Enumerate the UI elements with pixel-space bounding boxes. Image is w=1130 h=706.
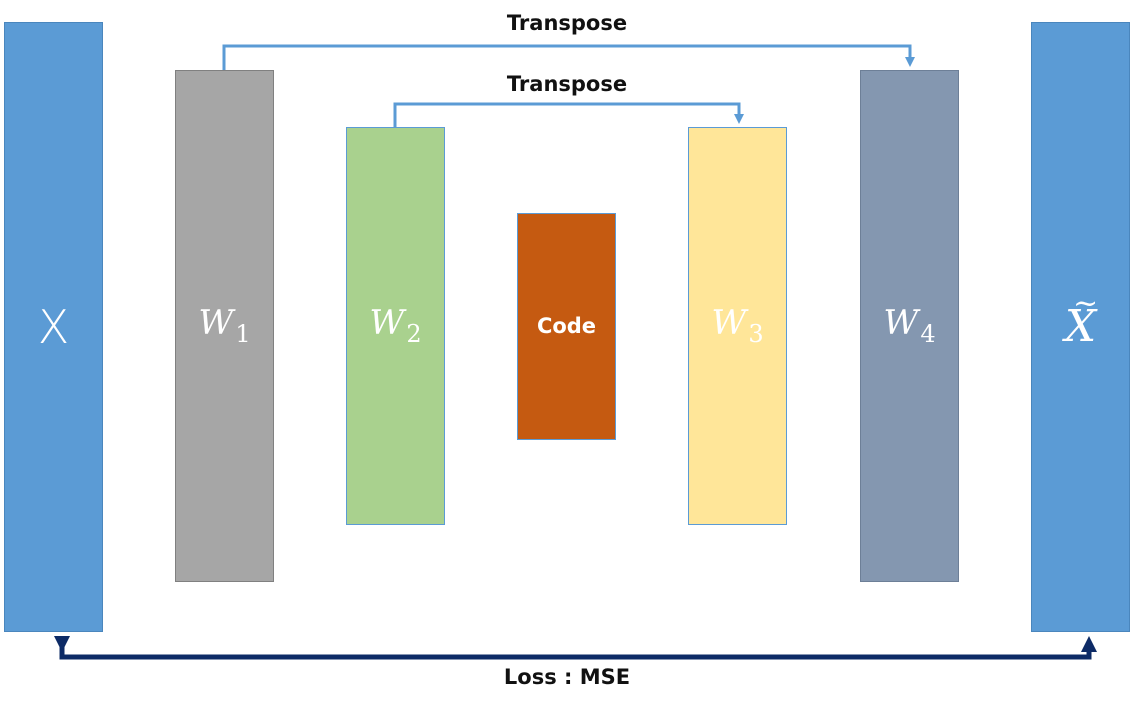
input-x-label: X <box>37 300 70 354</box>
output-xhat-label: ~ X <box>1064 286 1099 352</box>
weight-w4-label: W4 <box>883 303 936 348</box>
loss-label: Loss : MSE <box>503 665 631 689</box>
transpose-inner-arrow <box>393 102 744 127</box>
tilde-accent: ~ <box>1072 286 1099 321</box>
weight-w3-block: W3 <box>688 127 787 525</box>
code-label: Code <box>536 314 597 338</box>
weight-w1-block: W1 <box>175 70 274 582</box>
loss-arrow <box>54 636 1097 660</box>
output-xhat-block: ~ X <box>1031 22 1130 632</box>
weight-w2-label: W2 <box>369 303 422 348</box>
transpose-outer-arrow <box>222 44 915 70</box>
transpose-outer-label: Transpose <box>506 11 628 35</box>
code-block: Code <box>517 213 616 440</box>
weight-w1-label: W1 <box>198 303 251 348</box>
weight-w3-label: W3 <box>711 303 764 348</box>
transpose-inner-label: Transpose <box>506 72 628 96</box>
weight-w4-block: W4 <box>860 70 959 582</box>
weight-w2-block: W2 <box>346 127 445 525</box>
input-x-block: X <box>4 22 103 632</box>
